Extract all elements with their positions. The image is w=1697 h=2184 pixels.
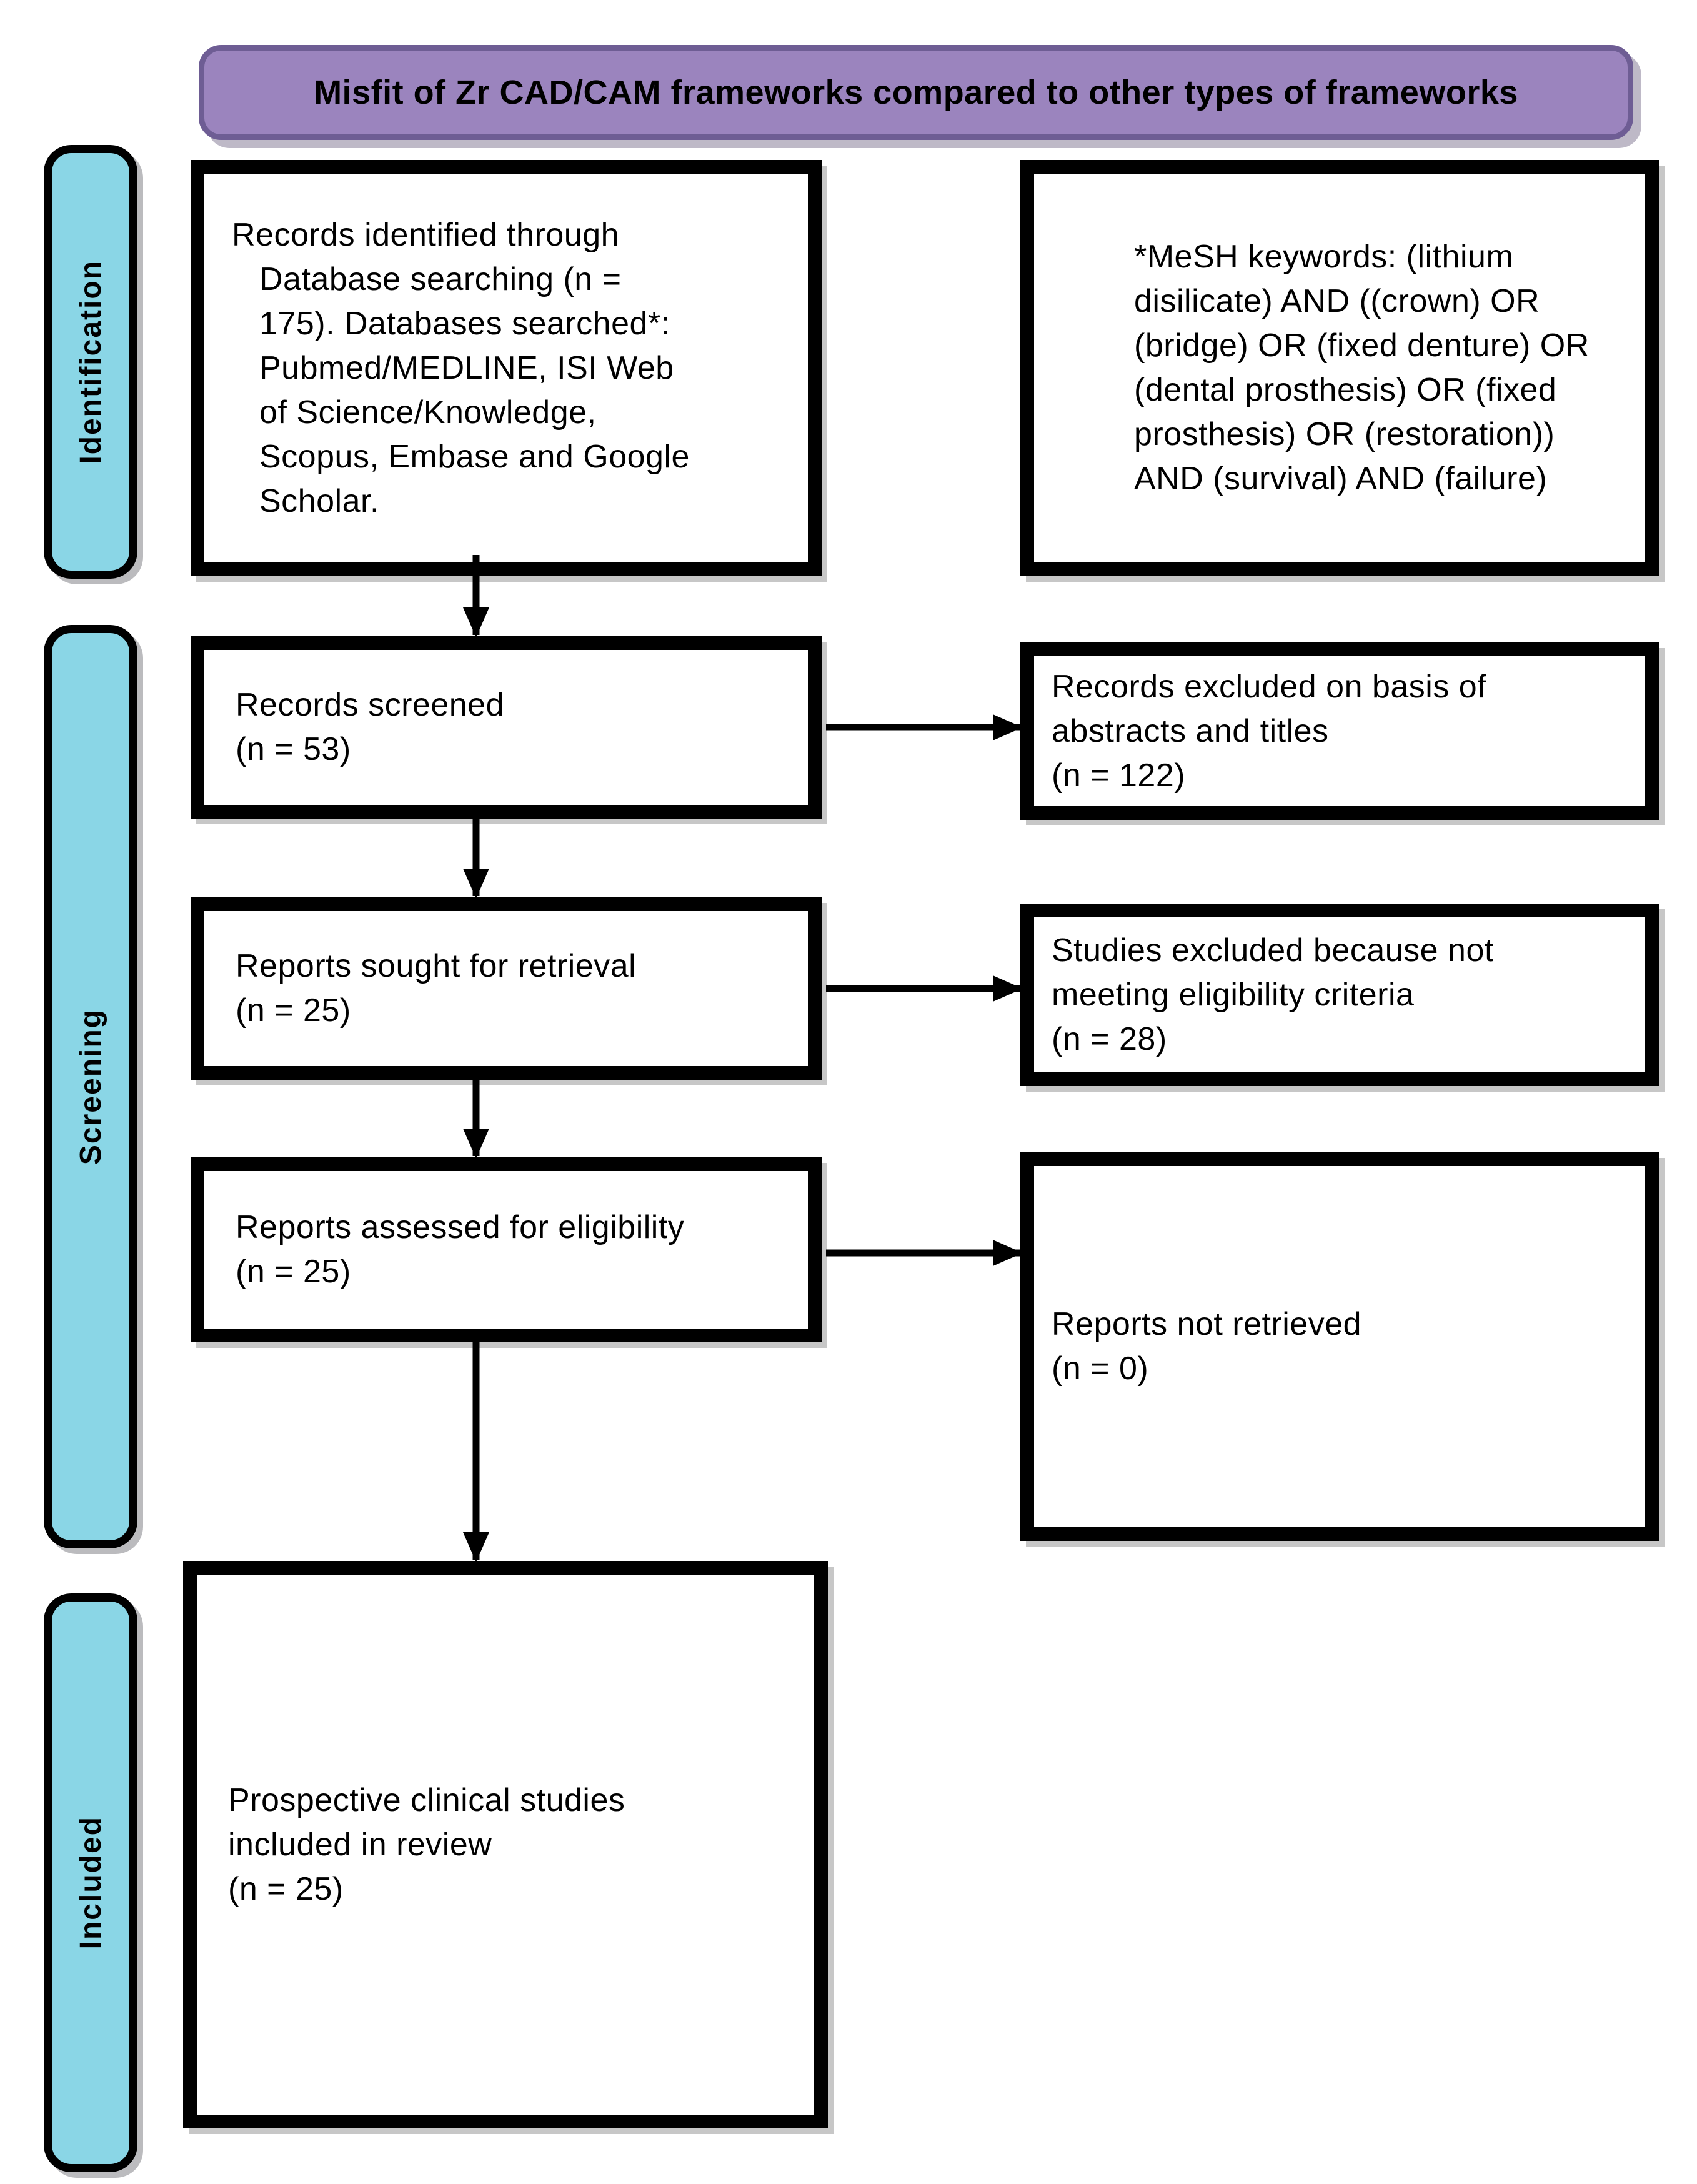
box-reports-assessed-text: Reports assessed for eligibility (n = 25… [236,1209,685,1290]
stage-screening-label: Screening [74,1008,107,1165]
box-records-identified-text: Records identified through Database sear… [232,216,690,519]
box-records-screened: Records screened (n = 53) [191,636,822,819]
box-reports-not-retrieved: Reports not retrieved (n = 0) [1020,1152,1659,1541]
stage-screening: Screening [44,625,137,1548]
box-records-identified: Records identified through Database sear… [191,160,822,576]
stage-identification-label: Identification [74,259,107,464]
box-studies-excluded: Studies excluded because not meeting eli… [1020,904,1659,1086]
box-records-screened-text: Records screened (n = 53) [236,687,504,767]
box-included-studies: Prospective clinical studies included in… [183,1561,828,2128]
box-mesh-keywords-note: *MeSH keywords: (lithium disilicate) AND… [1020,160,1659,576]
box-records-excluded: Records excluded on basis of abstracts a… [1020,642,1659,820]
stage-included: Included [44,1593,137,2172]
diagram-title: Misfit of Zr CAD/CAM frameworks compared… [314,74,1518,111]
box-mesh-keywords-text: *MeSH keywords: (lithium disilicate) AND… [1134,239,1590,497]
box-records-excluded-text: Records excluded on basis of abstracts a… [1052,668,1487,794]
box-studies-excluded-text: Studies excluded because not meeting eli… [1052,932,1494,1057]
stage-identification: Identification [44,145,137,579]
stage-included-label: Included [74,1816,107,1950]
box-reports-not-retrieved-text: Reports not retrieved (n = 0) [1052,1306,1362,1387]
box-reports-assessed: Reports assessed for eligibility (n = 25… [191,1157,822,1342]
box-reports-sought: Reports sought for retrieval (n = 25) [191,897,822,1080]
box-included-studies-text: Prospective clinical studies included in… [228,1782,625,1907]
box-reports-sought-text: Reports sought for retrieval (n = 25) [236,948,637,1029]
title-banner: Misfit of Zr CAD/CAM frameworks compared… [199,45,1633,140]
